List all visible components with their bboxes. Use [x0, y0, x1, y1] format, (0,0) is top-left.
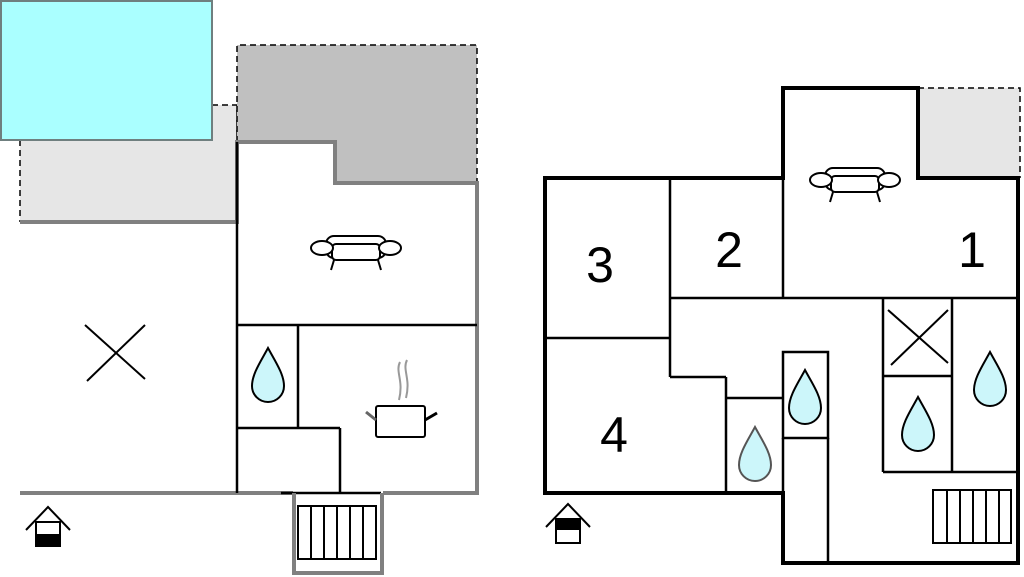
room-label-2: 2	[715, 222, 743, 278]
room-label-4: 4	[600, 407, 628, 463]
room-label-1: 1	[958, 222, 986, 278]
terrace-light	[20, 105, 237, 222]
upper-floor-plan: 3 2 1 4	[543, 86, 1021, 565]
water-drop-icon	[973, 351, 1007, 407]
terrace-dark	[237, 45, 477, 183]
stairs-icon	[297, 505, 377, 560]
upper-outer-wall	[543, 86, 1020, 565]
ground-inner-walls	[235, 142, 477, 495]
water-drop-icon	[251, 347, 285, 403]
entrance-house-icon	[25, 505, 71, 547]
entry-steps-wall	[292, 493, 384, 575]
water-drop-icon	[901, 396, 935, 452]
bed-cross-icon	[887, 309, 949, 366]
balcony	[918, 88, 1020, 178]
water-drop-icon	[788, 369, 822, 425]
sofa-icon	[310, 235, 402, 271]
entrance-house-icon	[545, 502, 591, 544]
room-label-3: 3	[586, 237, 614, 293]
upper-inner-walls	[545, 178, 1018, 561]
pool	[0, 0, 213, 141]
ground-floor-plan	[0, 0, 479, 575]
bed-cross-icon	[84, 324, 146, 382]
stairs-icon	[932, 489, 1012, 544]
water-drop-icon	[738, 426, 772, 482]
sofa-icon	[809, 167, 901, 203]
balcony-outline	[918, 87, 1021, 178]
cooking-pot-icon	[365, 359, 438, 438]
